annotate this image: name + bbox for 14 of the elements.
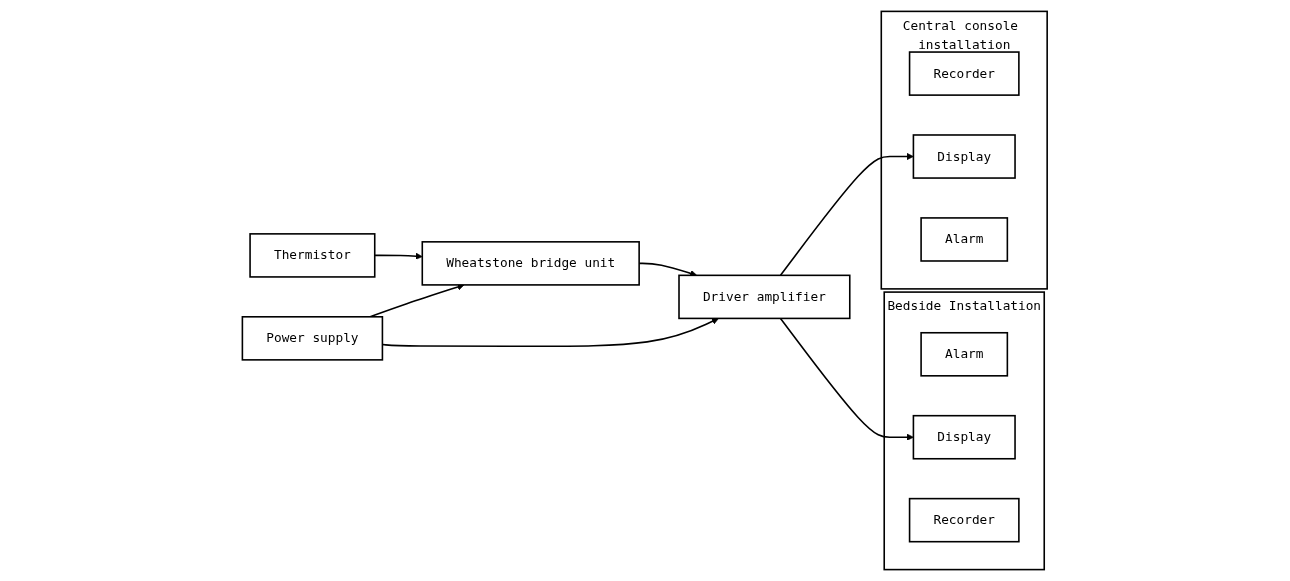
node-box: Alarm (920, 217, 1009, 262)
node-box: Power supply (241, 316, 384, 361)
node-box: Thermistor (249, 233, 376, 278)
arrow (779, 317, 914, 441)
node-box: Display (912, 414, 1017, 460)
node-box: Display (912, 134, 1017, 179)
node-box: Alarm (920, 331, 1009, 377)
node-box: Recorder (909, 51, 1020, 96)
node-box: Wheatstone bridge unit (421, 241, 641, 286)
arrow (779, 153, 914, 277)
arrow (369, 283, 465, 318)
node-box: Driver amplifier (678, 274, 851, 320)
arrow (374, 252, 423, 260)
node-box: Recorder (909, 497, 1020, 543)
